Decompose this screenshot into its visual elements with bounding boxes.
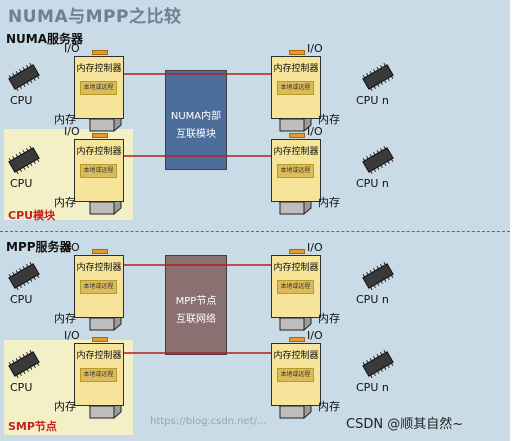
local-remote-access-label: 本地或远程	[80, 280, 117, 294]
mpp-upper-left-io-label: I/O	[64, 241, 80, 254]
numa-upper-left-cpu-icon	[8, 63, 40, 91]
local-remote-access-label: 本地或远程	[277, 280, 314, 294]
mpp-lower-left-io-label: I/O	[64, 329, 80, 342]
numa-lower-left-cpu-label: CPU	[10, 177, 33, 190]
local-remote-access-label: 本地或远程	[80, 368, 117, 382]
numa-upper-right-cpu-label: CPU n	[356, 94, 389, 107]
memory-controller-label: 内存控制器	[273, 263, 319, 273]
mpp-upper-right-memory-controller: 内存控制器本地或远程	[271, 255, 321, 318]
numa-upper-right-memory-controller: 内存控制器本地或远程	[271, 56, 321, 119]
interconnect-links	[124, 73, 271, 354]
numa-upper-left-memory-controller: 内存控制器本地或远程	[74, 56, 124, 119]
numa-lower-right-cpu-label: CPU n	[356, 177, 389, 190]
memory-controller-label: 内存控制器	[273, 64, 319, 74]
numa-upper-right-memory-label: 内存	[318, 113, 340, 126]
numa-upper-right-cpu-icon	[362, 63, 394, 91]
numa-hub-line2: 互联模块	[176, 129, 216, 140]
mpp-hub-line1: MPP节点	[175, 296, 217, 307]
mpp-lower-left-cpu-icon	[8, 350, 40, 378]
numa-lower-right-io-port	[289, 133, 305, 138]
mpp-section-label: MPP服务器	[6, 240, 72, 254]
numa-section-label: NUMA服务器	[6, 32, 84, 46]
section-divider	[0, 231, 510, 232]
mpp-hub-line2: 互联网络	[176, 314, 216, 325]
mpp-upper-right-cpu-icon	[362, 262, 394, 290]
mpp-upper-right-cpu-label: CPU n	[356, 293, 389, 306]
numa-lower-right-memory-label: 内存	[318, 196, 340, 209]
numa-hub-line1: NUMA内部	[170, 111, 222, 122]
numa-lower-left-memory-label: 内存	[54, 196, 76, 209]
blog-watermark: https://blog.csdn.net/...	[150, 416, 267, 427]
mpp-upper-left-cpu-label: CPU	[10, 293, 33, 306]
numa-lower-left-cpu-icon	[8, 146, 40, 174]
mpp-upper-left-cpu-icon	[8, 262, 40, 290]
numa-lower-right-io-label: I/O	[307, 125, 323, 138]
local-remote-access-label: 本地或远程	[277, 368, 314, 382]
cpu-module-label: CPU模块	[8, 209, 56, 222]
memory-controller-label: 内存控制器	[76, 147, 122, 157]
memory-controller-label: 内存控制器	[76, 263, 122, 273]
memory-controller-label: 内存控制器	[273, 351, 319, 361]
mpp-lower-left-io-port	[92, 337, 108, 342]
mpp-lower-right-io-label: I/O	[307, 329, 323, 342]
numa-interconnect-module: NUMA内部 互联模块	[165, 70, 227, 170]
numa-lower-left-io-port	[92, 133, 108, 138]
csdn-credit: CSDN @顺其自然~	[346, 417, 464, 432]
numa-upper-left-cpu-label: CPU	[10, 94, 33, 107]
mpp-lower-left-memory-controller: 内存控制器本地或远程	[74, 343, 124, 406]
mpp-upper-right-io-port	[289, 249, 305, 254]
local-remote-access-label: 本地或远程	[277, 81, 314, 95]
numa-upper-left-memory-label: 内存	[54, 113, 76, 126]
diagram-title: NUMA与MPP之比较	[8, 7, 182, 27]
mpp-lower-left-cpu-label: CPU	[10, 381, 33, 394]
mpp-lower-right-cpu-label: CPU n	[356, 381, 389, 394]
local-remote-access-label: 本地或远程	[80, 164, 117, 178]
smp-node-label: SMP节点	[8, 420, 57, 433]
mpp-lower-right-memory-controller: 内存控制器本地或远程	[271, 343, 321, 406]
memory-controller-label: 内存控制器	[76, 64, 122, 74]
mpp-upper-left-memory-controller: 内存控制器本地或远程	[74, 255, 124, 318]
numa-upper-left-io-port	[92, 50, 108, 55]
local-remote-access-label: 本地或远程	[277, 164, 314, 178]
numa-upper-left-io-label: I/O	[64, 42, 80, 55]
mpp-interconnect-network: MPP节点 互联网络	[165, 255, 227, 355]
memory-controller-label: 内存控制器	[76, 351, 122, 361]
mpp-upper-left-io-port	[92, 249, 108, 254]
mpp-upper-right-io-label: I/O	[307, 241, 323, 254]
numa-lower-left-memory-controller: 内存控制器本地或远程	[74, 139, 124, 202]
mpp-lower-right-memory-label: 内存	[318, 400, 340, 413]
mpp-lower-left-memory-label: 内存	[54, 400, 76, 413]
mpp-lower-right-io-port	[289, 337, 305, 342]
mpp-upper-left-memory-label: 内存	[54, 312, 76, 325]
mpp-upper-right-memory-label: 内存	[318, 312, 340, 325]
numa-lower-right-cpu-icon	[362, 146, 394, 174]
numa-upper-right-io-port	[289, 50, 305, 55]
numa-lower-left-io-label: I/O	[64, 125, 80, 138]
memory-controller-label: 内存控制器	[273, 147, 319, 157]
numa-upper-right-io-label: I/O	[307, 42, 323, 55]
local-remote-access-label: 本地或远程	[80, 81, 117, 95]
mpp-lower-right-cpu-icon	[362, 350, 394, 378]
numa-lower-right-memory-controller: 内存控制器本地或远程	[271, 139, 321, 202]
